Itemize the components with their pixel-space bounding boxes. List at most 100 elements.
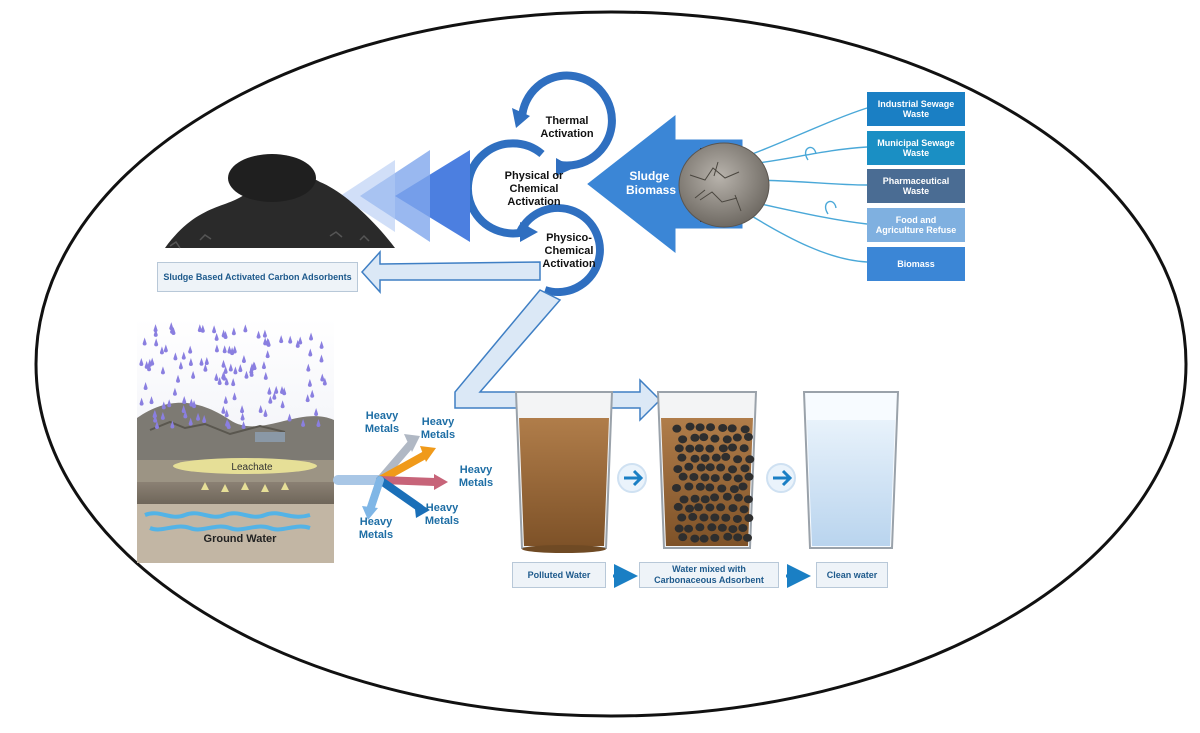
rain-drop — [214, 344, 219, 353]
rain-drop — [263, 408, 268, 417]
ground-water-label: Ground Water — [204, 533, 278, 545]
carbon-bead — [694, 444, 704, 453]
blue-triangles — [340, 150, 470, 242]
carbon-bead — [721, 513, 731, 522]
carbon-bead — [689, 472, 699, 481]
rain-drop — [310, 389, 315, 398]
rain-drop — [314, 408, 319, 417]
source-food-agriculture: Food and Agriculture Refuse — [867, 208, 965, 242]
carbon-bead — [684, 462, 694, 471]
carbon-bead — [744, 472, 754, 481]
carbon-bead — [705, 483, 715, 492]
carbon-bead — [744, 514, 754, 523]
rain-drop — [154, 421, 159, 430]
rain-drop — [191, 370, 196, 379]
carbon-bead — [690, 433, 700, 442]
rain-drop — [221, 359, 226, 368]
carbon-bead — [695, 482, 705, 491]
glass-step-arrow-1 — [617, 463, 647, 493]
rain-drop — [307, 378, 312, 387]
carbon-bead — [733, 455, 743, 464]
carbon-bead — [732, 514, 742, 523]
rain-drop — [319, 354, 324, 363]
rain-drop — [178, 361, 183, 370]
carbon-bead — [722, 435, 732, 444]
carbon-bead — [705, 444, 715, 453]
rain-drop — [153, 328, 158, 337]
sludge-biomass-label: Sludge Biomass — [626, 169, 676, 197]
rain-drop — [266, 338, 271, 347]
rain-drop — [212, 325, 217, 334]
rain-drop — [316, 418, 321, 427]
rain-drop — [139, 357, 144, 366]
carbon-bead — [723, 532, 733, 541]
rain-drop — [161, 401, 166, 410]
carbon-bead — [727, 424, 737, 433]
rain-drop — [188, 357, 193, 366]
rain-drop — [204, 357, 209, 366]
carbon-bead — [716, 463, 726, 472]
rain-drop — [176, 374, 181, 383]
carbon-bead — [672, 483, 682, 492]
rain-drop — [200, 324, 205, 333]
physico-chemical-activation-label: Physico-Chemical Activation — [542, 232, 596, 271]
rain-drop — [160, 411, 165, 420]
source-municipal-sewage: Municipal Sewage Waste — [867, 131, 965, 165]
carbon-bead — [707, 523, 717, 532]
carbon-bead — [733, 474, 743, 483]
rain-drop — [280, 386, 285, 395]
rain-drop — [143, 382, 148, 391]
rain-drop — [249, 368, 254, 377]
rain-drop — [240, 412, 245, 421]
rain-drop — [261, 361, 266, 370]
rain-drop — [305, 394, 310, 403]
source-industrial-sewage: Industrial Sewage Waste — [867, 92, 965, 126]
carbon-bead — [706, 423, 716, 432]
carbon-bead — [672, 424, 682, 433]
carbon-bead — [684, 482, 694, 491]
carbon-bead — [733, 533, 743, 542]
carbon-bead — [740, 464, 750, 473]
glass-mixed — [656, 391, 758, 549]
rain-drop — [228, 363, 233, 372]
rain-drop — [183, 410, 188, 419]
rain-drop — [144, 360, 149, 369]
carbon-bead — [699, 513, 709, 522]
carbon-bead — [690, 534, 700, 543]
heavy-metals-label-5: Heavy Metals — [358, 516, 394, 541]
carbon-bead — [743, 495, 753, 504]
carbon-bead — [705, 503, 715, 512]
carbon-bead — [716, 503, 726, 512]
carbon-bead — [728, 525, 738, 534]
carbon-bead — [685, 422, 695, 431]
carbon-bead — [718, 444, 728, 453]
rain-drop — [230, 347, 235, 356]
rain-drop — [153, 324, 158, 333]
carbon-bead — [721, 452, 731, 461]
activation-cycle-arrowheads — [512, 108, 574, 242]
rain-drop — [189, 398, 194, 407]
cracked-soil-image — [678, 142, 770, 228]
carbon-bead — [688, 512, 698, 521]
heavy-metals-label-4: Heavy Metals — [424, 502, 460, 527]
carbon-bead — [729, 485, 739, 494]
clean-water-caption: Clean water — [816, 562, 888, 588]
physical-chemical-activation-label: Physical or Chemical Activation — [504, 170, 564, 209]
product-caption: Sludge Based Activated Carbon Adsorbents — [157, 262, 358, 292]
carbon-bead — [722, 492, 732, 501]
rain-drop — [301, 418, 306, 427]
carbon-bead — [674, 524, 684, 533]
sludge-biomass-arrow — [587, 114, 770, 254]
rain-drop — [265, 350, 270, 359]
heavy-metals-label-2: Heavy Metals — [420, 416, 456, 441]
rain-drop — [262, 329, 267, 338]
carbon-bead — [700, 473, 710, 482]
rain-drop — [224, 409, 229, 418]
rain-drop — [251, 361, 256, 370]
carbon-bead — [739, 444, 749, 453]
rain-drop — [232, 345, 237, 354]
leachate-label: Leachate — [231, 462, 273, 473]
rain-drop — [241, 420, 246, 429]
carbon-bead — [690, 454, 700, 463]
rain-drop — [295, 339, 300, 348]
